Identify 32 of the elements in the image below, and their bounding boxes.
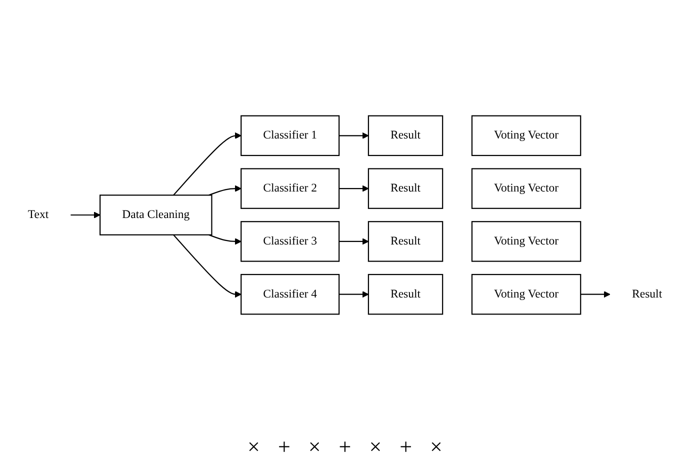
node-text: Result [632,288,662,300]
node-box: Classifier 1 [240,115,340,156]
operator-sign: × [430,434,442,460]
operator-sign: + [278,434,290,460]
arrow [173,234,242,298]
arrow [339,291,369,298]
node-box: Result [368,221,444,262]
operator-sign: + [400,434,412,460]
node-box: Classifier 4 [240,274,340,315]
node-box: Result [368,274,444,315]
node-box: Voting Vector [471,221,582,262]
arrow [70,212,100,218]
operator-sign: + [338,434,352,460]
node-box: Voting Vector [471,115,582,156]
arrow [339,132,369,139]
operator-sign: × [248,434,260,460]
arrow [173,132,242,196]
arrow [580,291,610,298]
node-text: Text [28,208,49,221]
node-box: Result [368,115,444,156]
node-box: Classifier 2 [240,168,340,209]
arrow [208,234,242,245]
node-box: Voting Vector [471,274,582,315]
node-box: Data Cleaning [100,194,212,236]
node-box: Result [368,168,444,209]
arrow [208,185,242,196]
node-box: Classifier 3 [240,221,340,262]
arrow [339,238,369,245]
operator-sign: × [308,434,321,460]
node-box: Voting Vector [471,168,582,209]
operator-sign: × [369,434,382,460]
arrow [339,185,369,192]
